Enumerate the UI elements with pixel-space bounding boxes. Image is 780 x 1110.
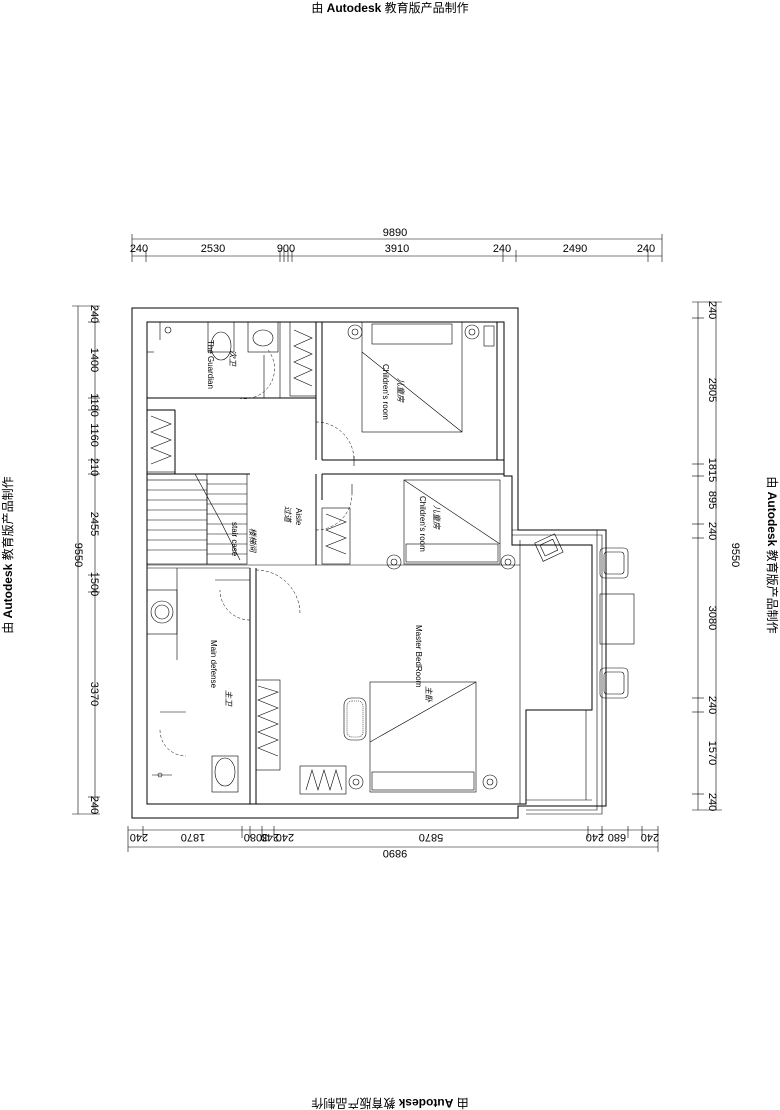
dim-top-1: 2530 [201, 243, 225, 255]
dim-right-7: 1570 [706, 741, 718, 765]
dimension-right: 9550 240 2805 1815 895 240 3080 240 1570… [692, 301, 741, 811]
guest-bath-fixtures [159, 321, 279, 361]
dim-right-8: 240 [706, 793, 718, 811]
dim-left-6: 1500 [88, 572, 100, 596]
dim-bottom-total: 9890 [383, 847, 407, 859]
dim-left-5: 2455 [88, 512, 100, 536]
dim-bottom-4: 240 [276, 831, 294, 843]
dim-bottom-2: 240 [261, 831, 279, 843]
dim-right-6: 240 [706, 696, 718, 714]
stair-case [146, 473, 248, 565]
children-room-2-furniture [386, 479, 516, 570]
dim-right-4: 240 [706, 522, 718, 540]
dim-top-total: 9890 [383, 227, 407, 239]
room-label-master: Master BedRoom [414, 625, 423, 688]
dim-bottom-6: 240 [586, 831, 604, 843]
dim-bottom-1: 1870 [181, 831, 205, 843]
room-label-main-defense-cn: 主卫 [224, 690, 233, 707]
room-label-children-1-cn: 儿童房 [396, 378, 405, 403]
room-label-guardian-cn: 次卫 [228, 350, 237, 367]
dimension-bottom: 9890 240 1870 240 3080 240 5870 240 680 … [127, 826, 659, 859]
interior-walls [147, 322, 504, 804]
dim-bottom-8: 240 [641, 831, 659, 843]
main-bath-fixtures [146, 568, 239, 793]
dim-right-3: 895 [706, 491, 718, 509]
dim-top-6: 240 [637, 243, 655, 255]
dim-left-7: 3370 [88, 682, 100, 706]
dimension-left: 9550 240 1400 1180 1160 210 2455 1500 33… [72, 305, 100, 815]
doors [159, 349, 355, 757]
dim-left-1: 1400 [88, 348, 100, 372]
watermark-left: 由 Autodesk 教育版产品制作 [0, 476, 15, 633]
dim-left-2: 1180 [88, 393, 100, 417]
room-label-aisle: Aisle [294, 508, 303, 526]
master-bedroom-furniture [343, 681, 498, 793]
children-room-1-furniture [347, 321, 495, 433]
dimension-top: 9890 240 2530 900 3910 240 2490 240 [130, 227, 663, 262]
balcony-furniture [534, 533, 635, 699]
room-label-master-cn: 主卧 [424, 686, 433, 703]
dim-bottom-5: 5870 [419, 831, 443, 843]
dim-top-4: 240 [493, 243, 511, 255]
dim-right-5: 3080 [706, 606, 718, 630]
dim-bottom-3: 3080 [244, 831, 268, 843]
watermark-bottom: 由 Autodesk 教育版产品制作 [311, 1096, 468, 1110]
exterior-walls [131, 307, 607, 819]
room-label-children-1: Children's room [381, 364, 390, 420]
watermark-top: 由 Autodesk 教育版产品制作 [311, 0, 468, 15]
room-label-children-2-cn: 儿童房 [432, 505, 441, 530]
dim-bottom-0: 240 [130, 831, 148, 843]
room-label-aisle-cn: 过道 [283, 506, 292, 523]
room-label-guardian: The Guardian [206, 340, 215, 389]
dim-top-2: 900 [277, 243, 295, 255]
room-label-main-defense: Main defense [209, 640, 218, 689]
dim-top-0: 240 [130, 243, 148, 255]
dim-right-1: 2805 [706, 378, 718, 402]
dim-bottom-7: 680 [608, 831, 626, 843]
room-label-stair: stair case [230, 522, 239, 557]
dim-right-2: 1815 [706, 458, 718, 482]
wardrobes [146, 321, 351, 795]
watermark-right: 由 Autodesk 教育版产品制作 [765, 476, 780, 633]
dim-left-0: 240 [88, 305, 100, 323]
room-label-stair-cn: 楼梯间 [248, 528, 257, 553]
dim-left-total: 9550 [72, 543, 84, 567]
dim-top-3: 3910 [385, 243, 409, 255]
dim-left-8: 240 [88, 796, 100, 814]
dim-right-total: 9550 [729, 543, 741, 567]
dim-left-3: 1160 [88, 423, 100, 447]
dim-right-0: 240 [706, 301, 718, 319]
balcony [512, 529, 603, 815]
room-label-children-2: Children's room [418, 496, 427, 552]
dim-top-5: 2490 [563, 243, 587, 255]
dim-left-4: 210 [88, 458, 100, 476]
